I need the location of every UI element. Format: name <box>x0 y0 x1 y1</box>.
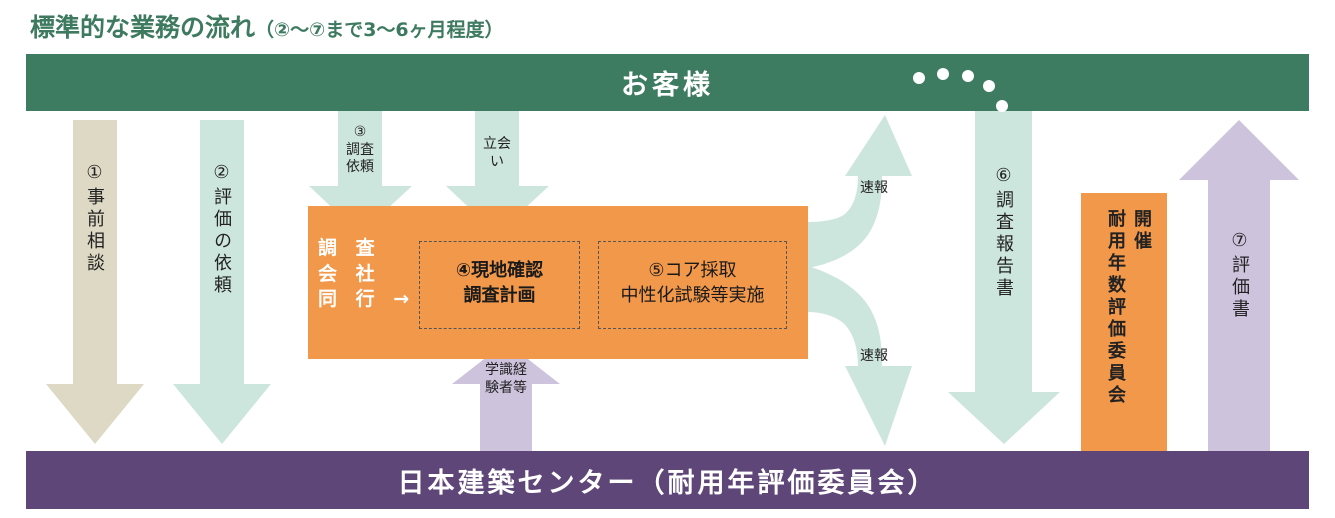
step5-box: ⑤コア採取 中性化試験等実施 <box>598 241 787 329</box>
survey-company-line-3: 同 行 → <box>318 288 416 311</box>
dot <box>913 72 925 84</box>
step4-box: ④現地確認 調査計画 <box>419 241 580 329</box>
quick-report-down-label: 速報 <box>860 348 888 364</box>
experts-label: 学識経 験者等 <box>472 362 540 397</box>
witness-line-1: 立会 <box>483 136 511 152</box>
survey-request-arrow <box>309 111 412 234</box>
witness-label: 立会 い <box>474 136 520 171</box>
title-sub: （②～⑦まで3～6ヶ月程度） <box>255 19 504 41</box>
center-band: 日本建築センター（耐用年評価委員会） <box>26 451 1309 509</box>
consultation-arrow <box>46 120 144 444</box>
request-eval-label: ②評価の依頼 <box>211 162 232 297</box>
survey-report-label: ⑥調査報告書 <box>993 165 1014 300</box>
eval-doc-label: ⑦評価書 <box>1229 230 1250 321</box>
dot <box>996 100 1008 112</box>
committee-col-1: 開催 <box>1131 209 1152 253</box>
step5-line-2: 中性化試験等実施 <box>620 285 765 307</box>
step4-line-2: 調査計画 <box>463 285 536 307</box>
page-title: 標準的な業務の流れ（②～⑦まで3～6ヶ月程度） <box>30 8 504 44</box>
experts-line-1: 学識経 <box>485 362 527 378</box>
quick-report-up-label: 速報 <box>860 180 888 196</box>
experts-arrow <box>452 342 560 451</box>
eval-doc-arrow <box>1179 120 1299 451</box>
customer-band: お客様 <box>26 54 1309 111</box>
dot <box>983 80 995 92</box>
survey-request-line-2: 調査 <box>346 141 374 158</box>
dot <box>962 70 974 82</box>
experts-line-2: 験者等 <box>485 379 527 396</box>
survey-request-label: ③ 調査 依頼 <box>336 124 384 177</box>
witness-arrow <box>446 111 549 234</box>
dot <box>937 68 949 80</box>
committee-box: 開催 耐用年数評価委員会 <box>1081 193 1167 451</box>
step5-line-1: ⑤コア採取 <box>648 260 737 281</box>
survey-company-line-1: 調 査 <box>318 237 381 259</box>
title-main: 標準的な業務の流れ <box>30 13 256 42</box>
request-eval-arrow <box>173 120 271 444</box>
survey-request-line-3: 依頼 <box>346 159 374 175</box>
survey-report-arrow <box>948 111 1060 444</box>
consultation-label: ①事前相談 <box>84 162 105 275</box>
dot <box>895 85 907 97</box>
survey-company-line-2: 会 社 <box>318 262 381 285</box>
quick-report-up-arrow <box>808 115 912 268</box>
step4-line-1: ④現地確認 <box>455 260 544 281</box>
committee-col-2: 耐用年数評価委員会 <box>1105 209 1126 407</box>
quick-report-down-arrow <box>808 266 912 446</box>
survey-request-line-1: ③ <box>353 124 367 140</box>
survey-process-box <box>308 206 808 359</box>
witness-line-2: い <box>490 153 504 170</box>
survey-company-label: 調 査 会 社 同 行 → <box>318 236 415 313</box>
